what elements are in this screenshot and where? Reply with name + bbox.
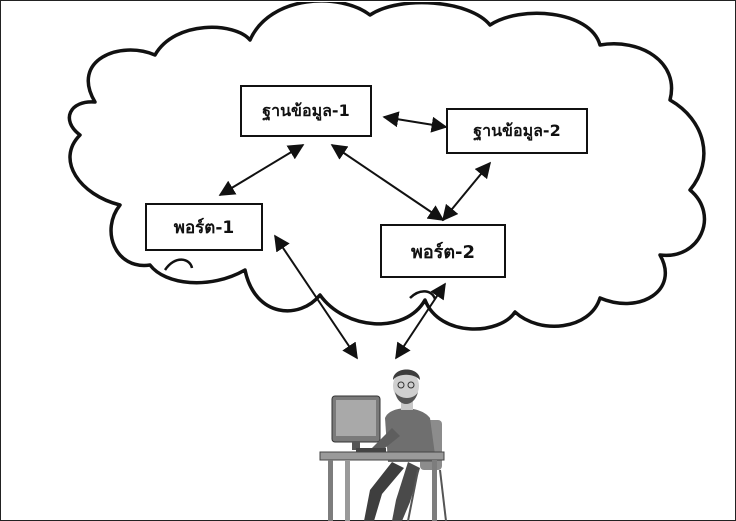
port-1-node: พอร์ต-1 — [145, 203, 263, 251]
port-2-label: พอร์ต-2 — [410, 241, 476, 263]
arrow-port1-user — [274, 234, 358, 360]
arrow-port2-user — [395, 282, 446, 360]
database-2-label: ฐานข้อมูล-2 — [473, 120, 561, 140]
person-at-computer-icon — [319, 369, 447, 521]
database-1-label: ฐานข้อมูล-1 — [262, 100, 350, 120]
port-1-label: พอร์ต-1 — [173, 217, 235, 238]
port-2-node: พอร์ต-2 — [380, 224, 506, 278]
database-1-node: ฐานข้อมูล-1 — [240, 85, 372, 137]
arrow-db2-port2 — [441, 161, 492, 222]
arrow-db1-port2 — [330, 144, 445, 221]
arrow-db1-db2 — [382, 111, 448, 133]
arrow-db1-port1 — [218, 144, 305, 196]
cloud-outline-icon — [67, 2, 707, 331]
database-2-node: ฐานข้อมูล-2 — [446, 108, 588, 154]
